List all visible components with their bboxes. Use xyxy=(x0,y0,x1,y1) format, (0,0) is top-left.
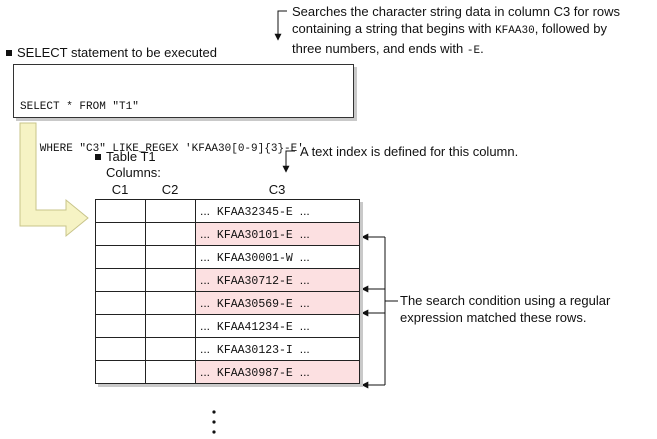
continuation-dots xyxy=(212,410,216,434)
cell-c2 xyxy=(145,268,196,292)
sql-line-1: SELECT * FROM "T1" xyxy=(20,101,139,113)
table-row: ... KFAA30987-E ... xyxy=(95,360,360,384)
ellipsis-leading: ... xyxy=(200,203,211,218)
c3-value: KFAA30987-E xyxy=(216,366,293,380)
square-bullet-icon xyxy=(95,154,101,160)
ellipsis-trailing: ... xyxy=(299,203,310,218)
table-row: ... KFAA30123-I ... xyxy=(95,337,360,361)
ellipsis-leading: ... xyxy=(200,364,211,379)
ellipsis-trailing: ... xyxy=(299,249,310,264)
cell-c1 xyxy=(95,314,146,338)
c3-value: KFAA30712-E xyxy=(216,274,293,288)
match-bracket xyxy=(361,233,398,389)
cell-c1 xyxy=(95,337,146,361)
table-heading: Table T1 xyxy=(95,148,156,165)
code-prefix: KFAA30 xyxy=(495,25,535,37)
cell-c3: ... KFAA32345-E ... xyxy=(195,199,360,223)
cell-c1 xyxy=(95,245,146,269)
cell-c2 xyxy=(145,245,196,269)
cell-c1 xyxy=(95,291,146,315)
ellipsis-leading: ... xyxy=(200,249,211,264)
sql-line-2: WHERE "C3" LIKE_REGEX 'KFAA30[0-9]{3}-E' xyxy=(20,143,304,155)
match-note-line-1: The search condition using a regular xyxy=(400,293,611,308)
cell-c2 xyxy=(145,291,196,315)
ellipsis-trailing: ... xyxy=(299,272,310,287)
ellipsis-trailing: ... xyxy=(299,226,310,241)
ellipsis-leading: ... xyxy=(200,341,211,356)
cell-c2 xyxy=(145,314,196,338)
cell-c1 xyxy=(95,268,146,292)
match-note: The search condition using a regular exp… xyxy=(400,292,650,326)
statement-heading: SELECT statement to be executed xyxy=(6,44,217,61)
table-row: ... KFAA30001-W ... xyxy=(95,245,360,269)
match-note-line-2: expression matched these rows. xyxy=(400,310,587,325)
ellipsis-trailing: ... xyxy=(299,318,310,333)
code-suffix: -E xyxy=(466,45,481,57)
ellipsis-trailing: ... xyxy=(299,364,310,379)
note-line-1: Searches the character string data in co… xyxy=(292,4,621,19)
cell-c1 xyxy=(95,222,146,246)
c3-value: KFAA30101-E xyxy=(216,228,293,242)
cell-c2 xyxy=(145,337,196,361)
index-note-arrow xyxy=(282,150,295,173)
square-bullet-icon xyxy=(6,50,12,56)
cell-c2 xyxy=(145,199,196,223)
column-header-c2: C2 xyxy=(161,182,179,197)
table-row: ... KFAA30712-E ... xyxy=(95,268,360,292)
cell-c3: ... KFAA30001-W ... xyxy=(195,245,360,269)
ellipsis-trailing: ... xyxy=(299,341,310,356)
flow-arrow xyxy=(19,122,89,238)
table-row: ... KFAA32345-E ... xyxy=(95,199,360,223)
c3-value: KFAA30123-I xyxy=(216,343,293,357)
ellipsis-leading: ... xyxy=(200,318,211,333)
table-row: ... KFAA30569-E ... xyxy=(95,291,360,315)
cell-c3: ... KFAA30987-E ... xyxy=(195,360,360,384)
c3-value: KFAA30001-W xyxy=(216,251,293,265)
table-row: ... KFAA41234-E ... xyxy=(95,314,360,338)
cell-c2 xyxy=(145,222,196,246)
c3-value: KFAA30569-E xyxy=(216,297,293,311)
index-note: A text index is defined for this column. xyxy=(300,144,519,159)
table-row: ... KFAA30101-E ... xyxy=(95,222,360,246)
cell-c3: ... KFAA30101-E ... xyxy=(195,222,360,246)
cell-c3: ... KFAA30123-I ... xyxy=(195,337,360,361)
cell-c2 xyxy=(145,360,196,384)
columns-label: Columns: xyxy=(106,165,161,180)
ellipsis-trailing: ... xyxy=(299,295,310,310)
ellipsis-leading: ... xyxy=(200,295,211,310)
cell-c1 xyxy=(95,360,146,384)
table-t1: ... KFAA32345-E ...... KFAA30101-E .....… xyxy=(95,199,360,384)
ellipsis-leading: ... xyxy=(200,226,211,241)
cell-c3: ... KFAA30712-E ... xyxy=(195,268,360,292)
cell-c3: ... KFAA30569-E ... xyxy=(195,291,360,315)
ellipsis-leading: ... xyxy=(200,272,211,287)
column-header-c1: C1 xyxy=(111,182,129,197)
c3-value: KFAA32345-E xyxy=(216,205,293,219)
cell-c1 xyxy=(95,199,146,223)
sql-statement-box: SELECT * FROM "T1" WHERE "C3" LIKE_REGEX… xyxy=(13,64,354,155)
note-line-2: containing a string that begins with KFA… xyxy=(292,21,607,37)
column-header-c3: C3 xyxy=(268,182,286,197)
note-line-3: three numbers, and ends with -E. xyxy=(292,41,484,57)
search-description-note: Searches the character string data in co… xyxy=(292,3,652,60)
cell-c3: ... KFAA41234-E ... xyxy=(195,314,360,338)
c3-value: KFAA41234-E xyxy=(216,320,293,334)
note-to-sql-arrow xyxy=(274,10,287,41)
